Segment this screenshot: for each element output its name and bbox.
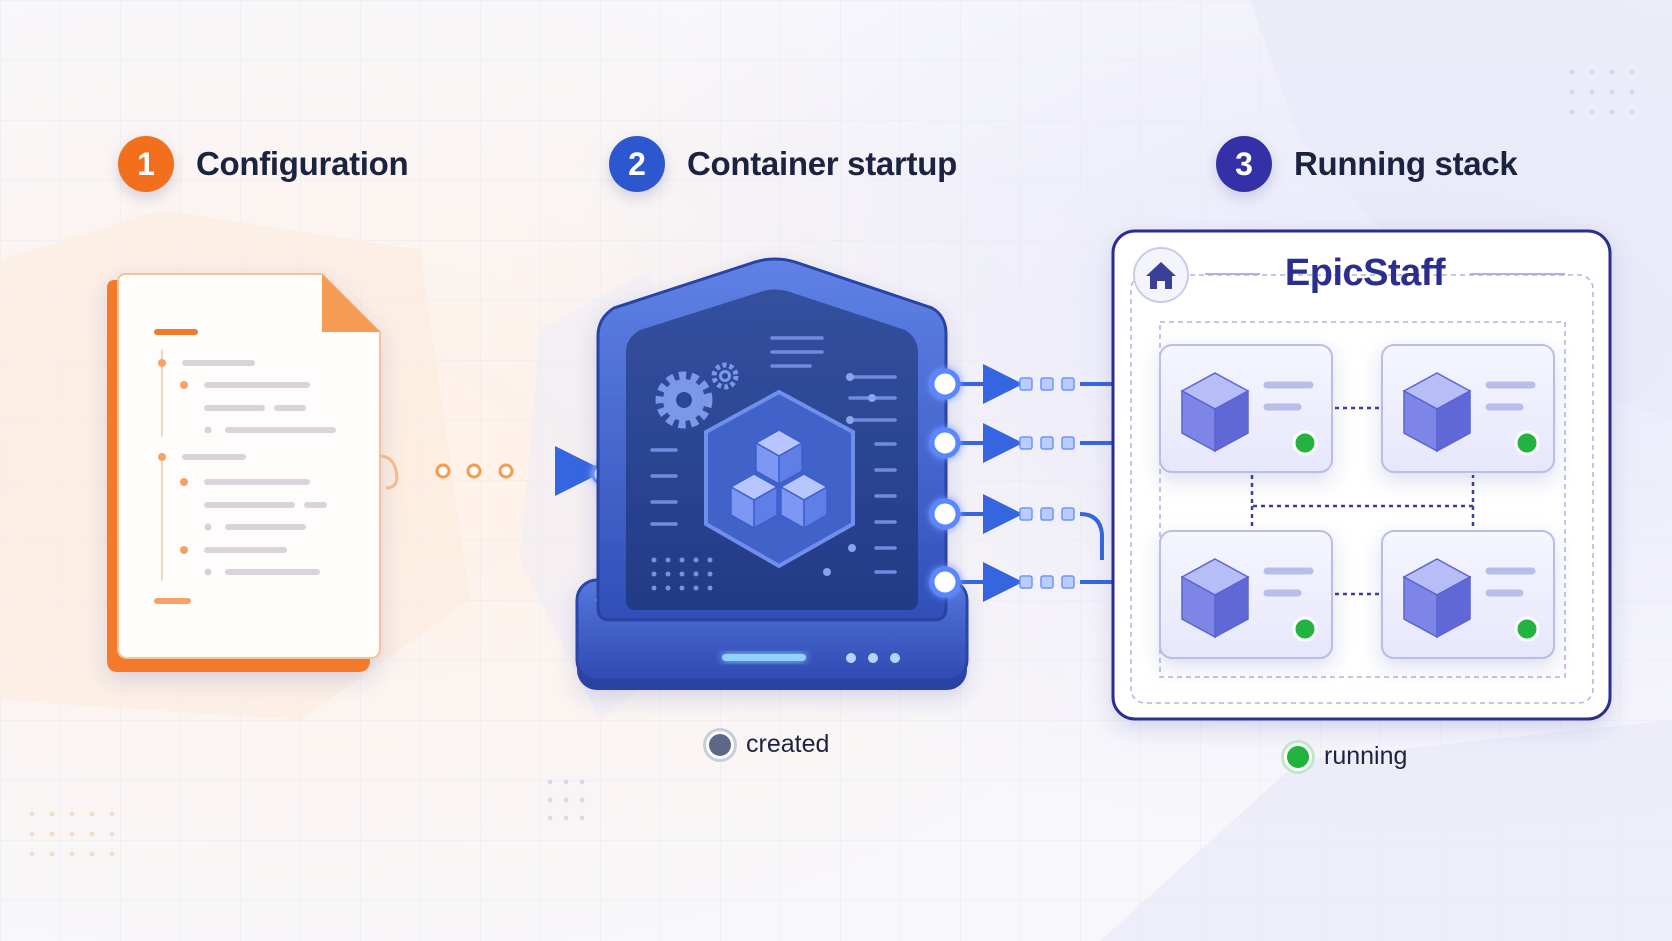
step-number-badge: 3 xyxy=(1216,136,1272,192)
service-status-dot xyxy=(1292,430,1318,456)
service-card xyxy=(1159,344,1333,473)
service-status-dot xyxy=(1514,430,1540,456)
container-cube-icon xyxy=(575,257,969,690)
step-running-stack: 3 Running stack xyxy=(1216,134,1518,194)
step-configuration: 1 Configuration xyxy=(118,134,409,194)
step-label: Running stack xyxy=(1294,145,1518,182)
service-status-dot xyxy=(1514,616,1540,642)
home-icon xyxy=(1133,247,1189,303)
service-card xyxy=(1159,530,1333,659)
status-created: created xyxy=(706,730,829,759)
service-card xyxy=(1381,344,1555,473)
cube-icon xyxy=(1402,372,1472,453)
running-stack-panel xyxy=(1111,229,1612,721)
service-status-dot xyxy=(1292,616,1318,642)
step-number-badge: 1 xyxy=(118,136,174,192)
cube-icon xyxy=(1180,372,1250,453)
status-label: created xyxy=(746,730,830,758)
status-dot xyxy=(706,730,734,759)
gear-icon xyxy=(655,362,739,429)
step-label: Container startup xyxy=(687,145,957,182)
cube-icon xyxy=(1180,558,1250,639)
cube-icon xyxy=(1402,558,1472,639)
config-connector xyxy=(379,446,615,496)
service-card xyxy=(1381,530,1555,659)
status-running: running xyxy=(1284,742,1407,771)
step-label: Configuration xyxy=(196,145,409,182)
status-dot xyxy=(1284,742,1312,771)
status-label: running xyxy=(1324,742,1408,770)
step-container-startup: 2 Container startup xyxy=(609,134,957,194)
document-icon xyxy=(107,273,381,672)
step-number-badge: 2 xyxy=(609,136,665,192)
stack-brand-title: EpicStaff xyxy=(1284,252,1446,294)
